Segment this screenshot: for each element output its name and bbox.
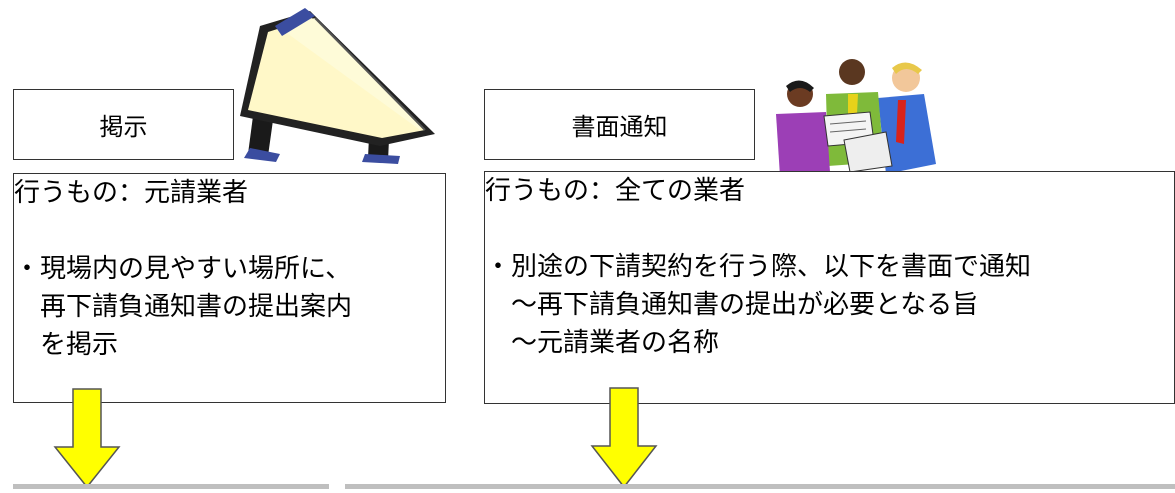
next-box-top-edge-left — [13, 484, 329, 489]
left-who-text: 行うもの：元請業者 — [14, 178, 249, 208]
right-sub-item-1: ～再下請負通知書の提出が必要となる旨 — [511, 290, 979, 320]
right-bullet-line: ・別途の下請契約を行う際、以下を書面で通知 — [485, 252, 1032, 282]
right-sub-item-2: ～元請業者の名称 — [511, 328, 720, 358]
left-header-label: 掲示 — [99, 113, 148, 141]
right-header-label: 書面通知 — [571, 113, 668, 141]
billboard-clipart — [220, 6, 448, 164]
left-header-box: 掲示 — [13, 89, 234, 160]
left-bullet-line-2: 再下請負通知書の提出案内 — [40, 292, 353, 322]
down-arrow-icon — [590, 386, 658, 489]
down-arrow-icon — [53, 387, 121, 489]
right-header-box: 書面通知 — [484, 89, 755, 160]
right-content-box: 行うもの：全ての業者 ・別途の下請契約を行う際、以下を書面で通知 ～再下請負通知… — [484, 171, 1175, 404]
left-bullet-line-3: を掲示 — [40, 330, 119, 360]
left-bullet-line-1: ・現場内の見やすい場所に、 — [14, 254, 352, 284]
left-content-box: 行うもの：元請業者 ・現場内の見やすい場所に、 再下請負通知書の提出案内 を掲示 — [13, 173, 446, 403]
right-who-text: 行うもの：全ての業者 — [485, 176, 746, 206]
business-people-clipart — [766, 54, 938, 184]
next-box-top-edge-right — [345, 484, 1175, 489]
